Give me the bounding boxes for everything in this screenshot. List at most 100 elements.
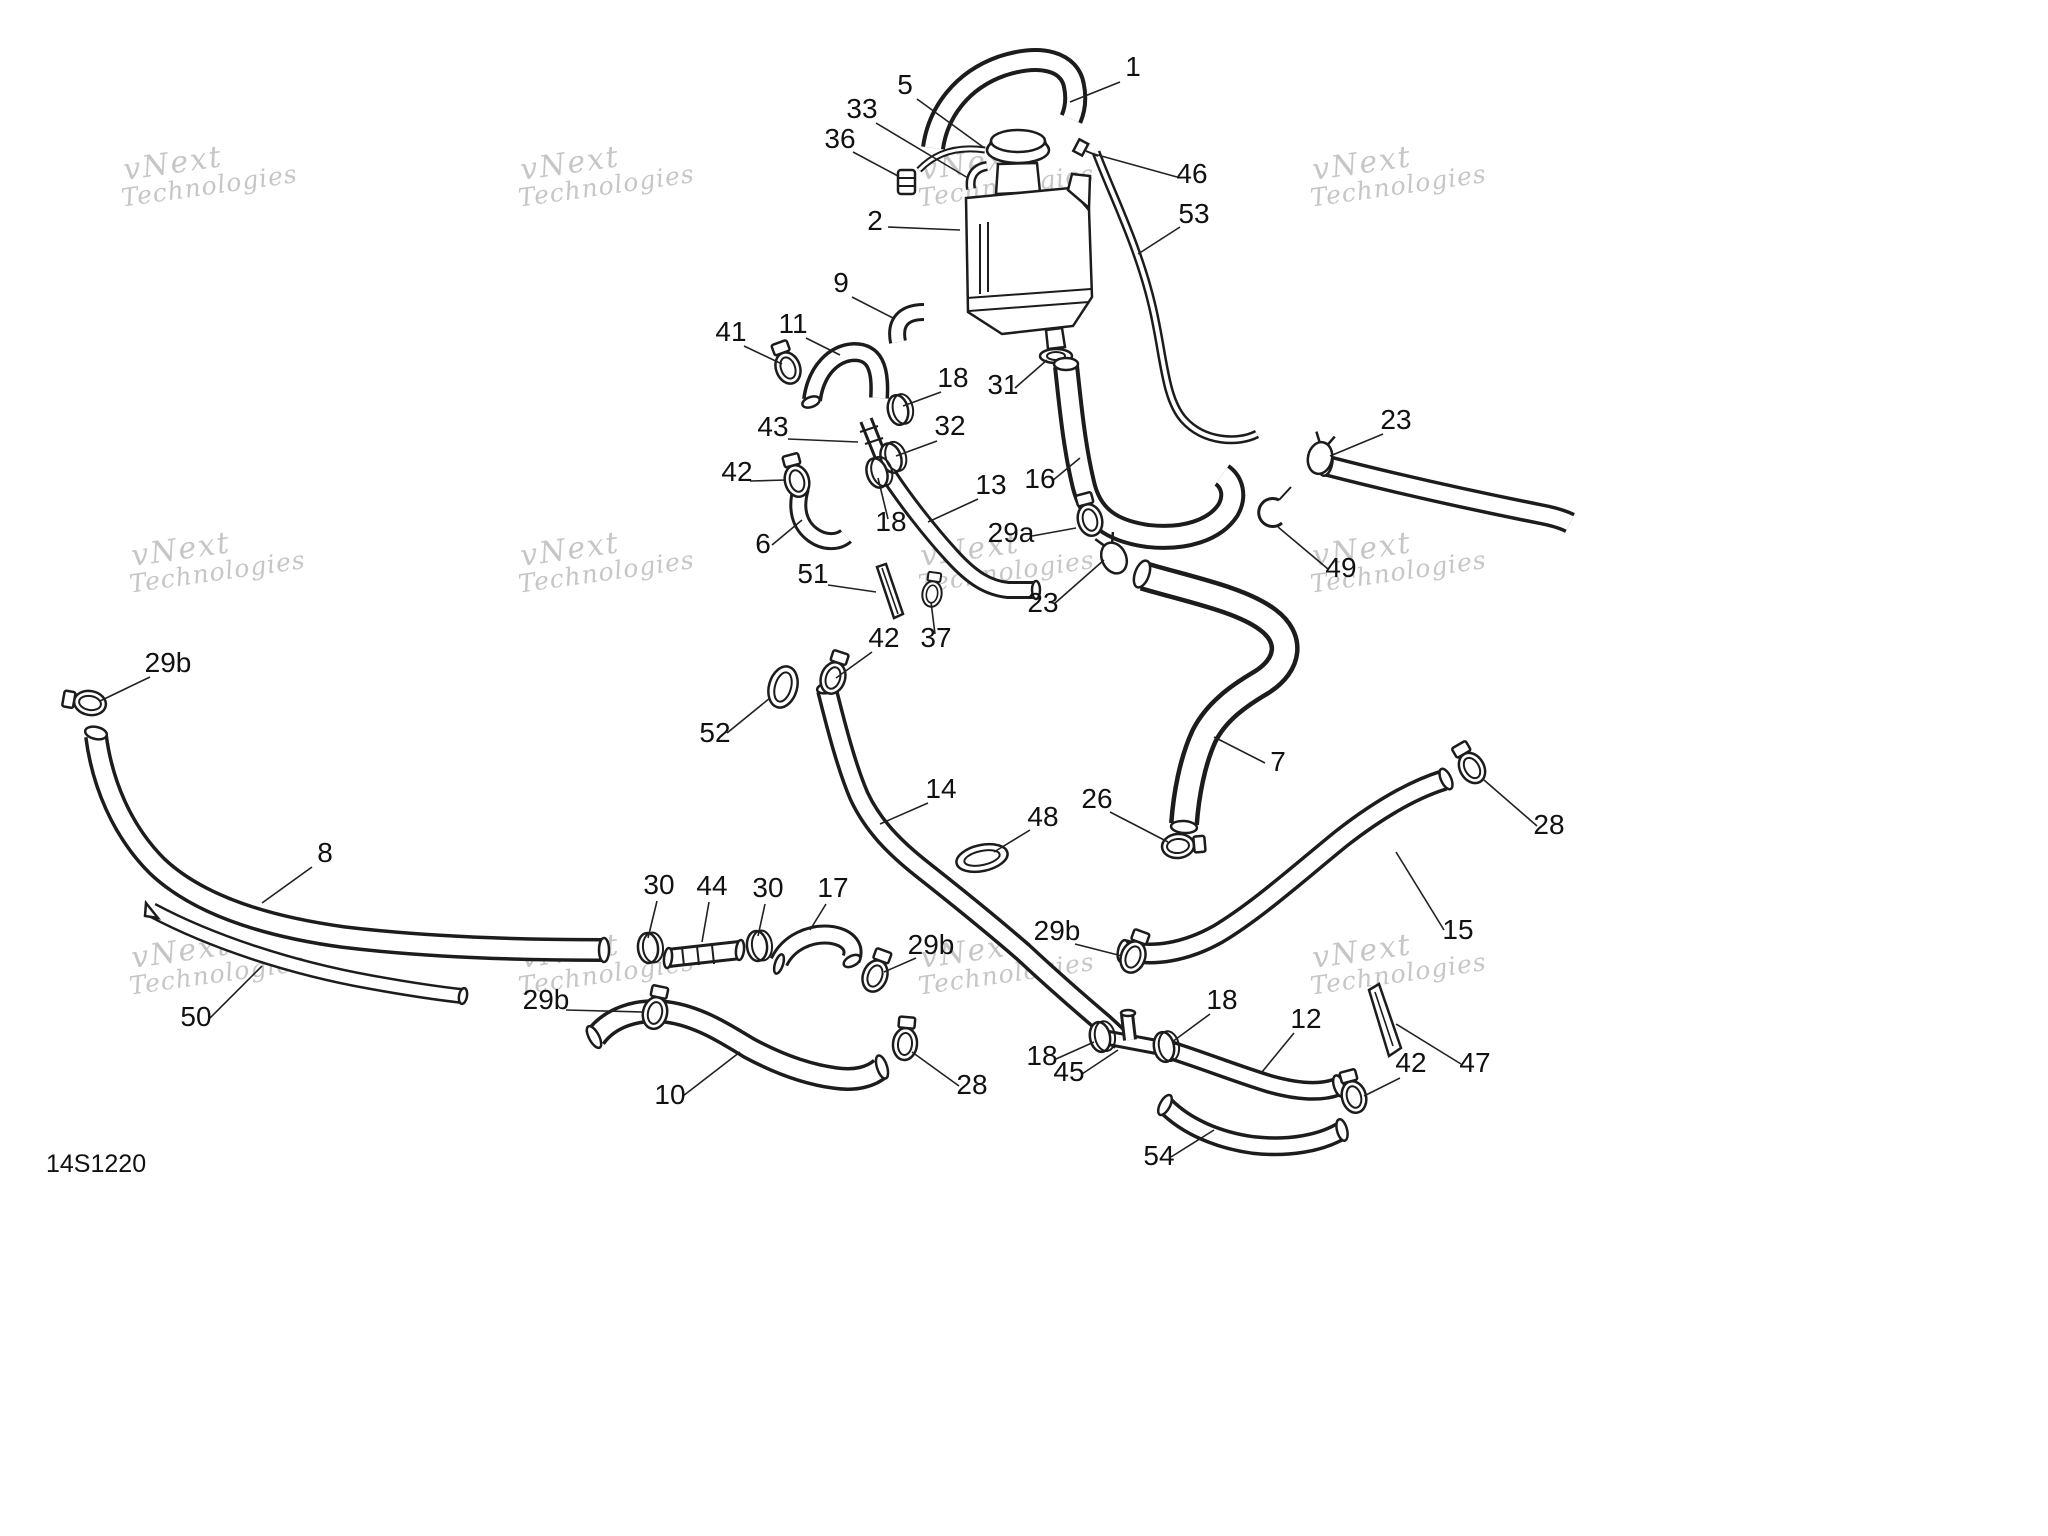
callout-leader-9 [851,296,894,319]
callout-leader-2 [887,226,961,231]
part-6-elbow [789,485,852,551]
callout-leader-30 [757,903,766,937]
part-12-hose [1167,1040,1347,1101]
callout-label-2: 2 [867,205,883,236]
callout-leader-14 [879,802,929,825]
clamp-18-a [883,390,918,429]
callout-label-30: 30 [643,869,674,900]
callout-leader-17 [809,903,827,931]
callout-leader-48 [993,829,1031,853]
callout-leader-11 [805,337,841,356]
part-9-elbow [888,303,925,344]
callout-leader-32 [895,440,938,457]
callout-leader-42 [749,479,787,482]
callout-label-50: 50 [180,1001,211,1032]
tank-outlet [1044,326,1067,351]
callout-leader-54 [1170,1129,1215,1158]
callout-leader-28 [1483,779,1538,827]
callout-label-41: 41 [715,316,746,347]
callout-leader-44 [701,901,710,943]
callout-leader-51 [827,584,877,593]
callout-label-13: 13 [975,469,1006,500]
callout-label-37: 37 [920,622,951,653]
callout-leader-16 [1051,457,1081,482]
part-5-cap [985,128,1051,165]
callout-label-42: 42 [1395,1047,1426,1078]
callout-label-17: 17 [817,872,848,903]
callout-label-9: 9 [833,267,849,298]
callout-label-46: 46 [1176,158,1207,189]
part-49-clip [1257,486,1292,528]
callout-label-29b: 29b [523,984,570,1015]
callout-label-14: 14 [925,773,956,804]
clamp-42-a [777,450,814,501]
callout-label-32: 32 [934,410,965,441]
callout-label-26: 26 [1081,783,1112,814]
callout-label-48: 48 [1027,801,1058,832]
callout-leader-49 [1277,526,1329,570]
part-13-hose [880,469,1042,601]
parts-layer [60,48,1575,1157]
part-1-handle-hose [921,48,1088,151]
callout-leader-5 [916,98,984,148]
callout-label-31: 31 [987,369,1018,400]
callout-label-54: 54 [1143,1140,1174,1171]
callout-label-29b: 29b [908,929,955,960]
part-44-coupler [662,938,746,970]
callout-leader-37 [930,601,936,635]
callout-label-28: 28 [1533,809,1564,840]
callout-label-18: 18 [1026,1040,1057,1071]
callout-leader-26 [1109,811,1169,843]
part-33-elbow-fitting [965,161,989,190]
part-53-hose [1091,150,1260,445]
callout-label-5: 5 [897,69,913,100]
callout-leader-41 [743,345,783,365]
callout-leader-30 [647,900,658,939]
callout-leader-29b [883,957,917,973]
clamp-42-b [815,647,855,699]
callout-label-52: 52 [699,717,730,748]
callout-leader-31 [1014,359,1048,389]
callout-label-1: 1 [1125,51,1141,82]
callout-leader-29b [99,676,151,702]
callout-leader-7 [1213,736,1266,764]
callout-label-28: 28 [956,1069,987,1100]
callout-leader-6 [771,519,803,546]
clamp-29b-a [60,685,110,719]
callout-label-8: 8 [317,837,333,868]
part-54-hose [1156,1093,1349,1157]
callout-leader-23 [1053,559,1105,605]
callout-leader-43 [787,438,859,443]
part-48-seal [955,842,1009,874]
callout-label-6: 6 [755,528,771,559]
callout-label-51: 51 [797,558,828,589]
callout-leader-29b [1074,943,1123,957]
clamp-26 [1159,830,1208,861]
callout-label-23: 23 [1027,587,1058,618]
callout-leader-28 [911,1051,960,1087]
callout-leader-1 [1069,81,1121,103]
callout-label-44: 44 [696,870,727,901]
callout-leader-42 [1363,1077,1401,1097]
part-47-stick [1367,982,1403,1058]
callout-label-49: 49 [1325,552,1356,583]
callout-label-7: 7 [1270,746,1286,777]
callout-leader-42 [835,651,873,679]
clamp-30-a [635,930,666,966]
callout-label-10: 10 [654,1079,685,1110]
callout-label-42: 42 [868,622,899,653]
part-23-hose-right [1318,451,1575,533]
part-51-stick [875,562,905,620]
callout-leader-8 [261,866,313,904]
part-46-fitting [1071,137,1099,158]
part-36-vent-fitting [896,145,986,196]
callout-leader-29b [565,1009,645,1013]
callout-leader-18 [1171,1013,1211,1043]
part-7-hose [1132,559,1300,835]
callout-label-15: 15 [1442,914,1473,945]
